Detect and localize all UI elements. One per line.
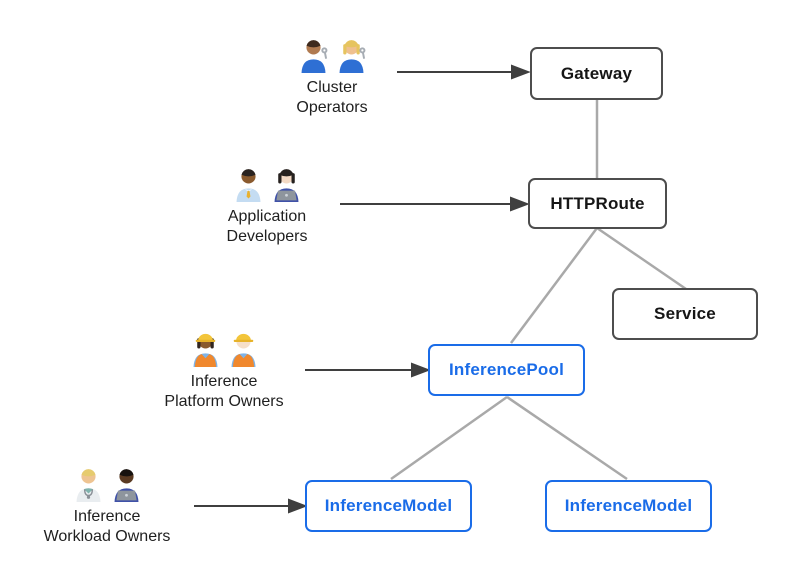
gateway-box: Gateway: [530, 47, 663, 100]
persona-label-line: Platform Owners: [164, 392, 284, 410]
man-office-worker-icon: [236, 169, 260, 202]
persona-label: Cluster Operators: [296, 78, 367, 117]
persona-icons: [189, 330, 260, 367]
persona-icons: [232, 165, 303, 202]
man-construction-worker-icon: [231, 333, 255, 367]
inference-pool-box: InferencePool: [428, 344, 585, 396]
persona-icons: [297, 36, 368, 73]
man-technologist-icon: [114, 469, 138, 502]
persona-arrows: [194, 64, 531, 514]
persona-label: Inference Workload Owners: [44, 507, 171, 546]
persona-label: Application Developers: [227, 207, 308, 246]
httproute-box: HTTPRoute: [528, 178, 667, 229]
gateway-label: Gateway: [560, 63, 633, 83]
persona-cluster-operators: Cluster Operators: [252, 36, 412, 117]
persona-icons: [72, 465, 143, 502]
persona-inference-platform-owners: Inference Platform Owners: [144, 330, 304, 411]
persona-label-line: Cluster: [306, 79, 358, 96]
inference-model-label: InferenceModel: [564, 496, 693, 515]
health-worker-icon: [76, 469, 100, 502]
inference-model-label: InferenceModel: [324, 496, 453, 515]
inference-model-left-box: InferenceModel: [305, 480, 472, 532]
persona-application-developers: Application Developers: [187, 165, 347, 246]
persona-label-line: Inference: [190, 373, 258, 390]
persona-label-line: Developers: [226, 227, 308, 245]
persona-label: Inference Platform Owners: [164, 372, 283, 411]
persona-label-line: Inference: [73, 508, 141, 525]
woman-construction-worker-icon: [193, 333, 217, 367]
woman-technologist-icon: [274, 169, 298, 202]
inference-pool-label: InferencePool: [448, 360, 565, 379]
persona-inference-workload-owners: Inference Workload Owners: [27, 465, 187, 546]
persona-label-line: Operators: [296, 98, 368, 116]
woman-mechanic-icon: [339, 40, 365, 73]
persona-label-line: Application: [227, 208, 307, 225]
service-label: Service: [654, 304, 716, 323]
persona-label-line: Workload Owners: [43, 527, 171, 545]
man-mechanic-icon: [301, 40, 327, 73]
service-box: Service: [612, 288, 758, 340]
httproute-label: HTTPRoute: [550, 193, 645, 213]
inference-model-right-box: InferenceModel: [545, 480, 712, 532]
